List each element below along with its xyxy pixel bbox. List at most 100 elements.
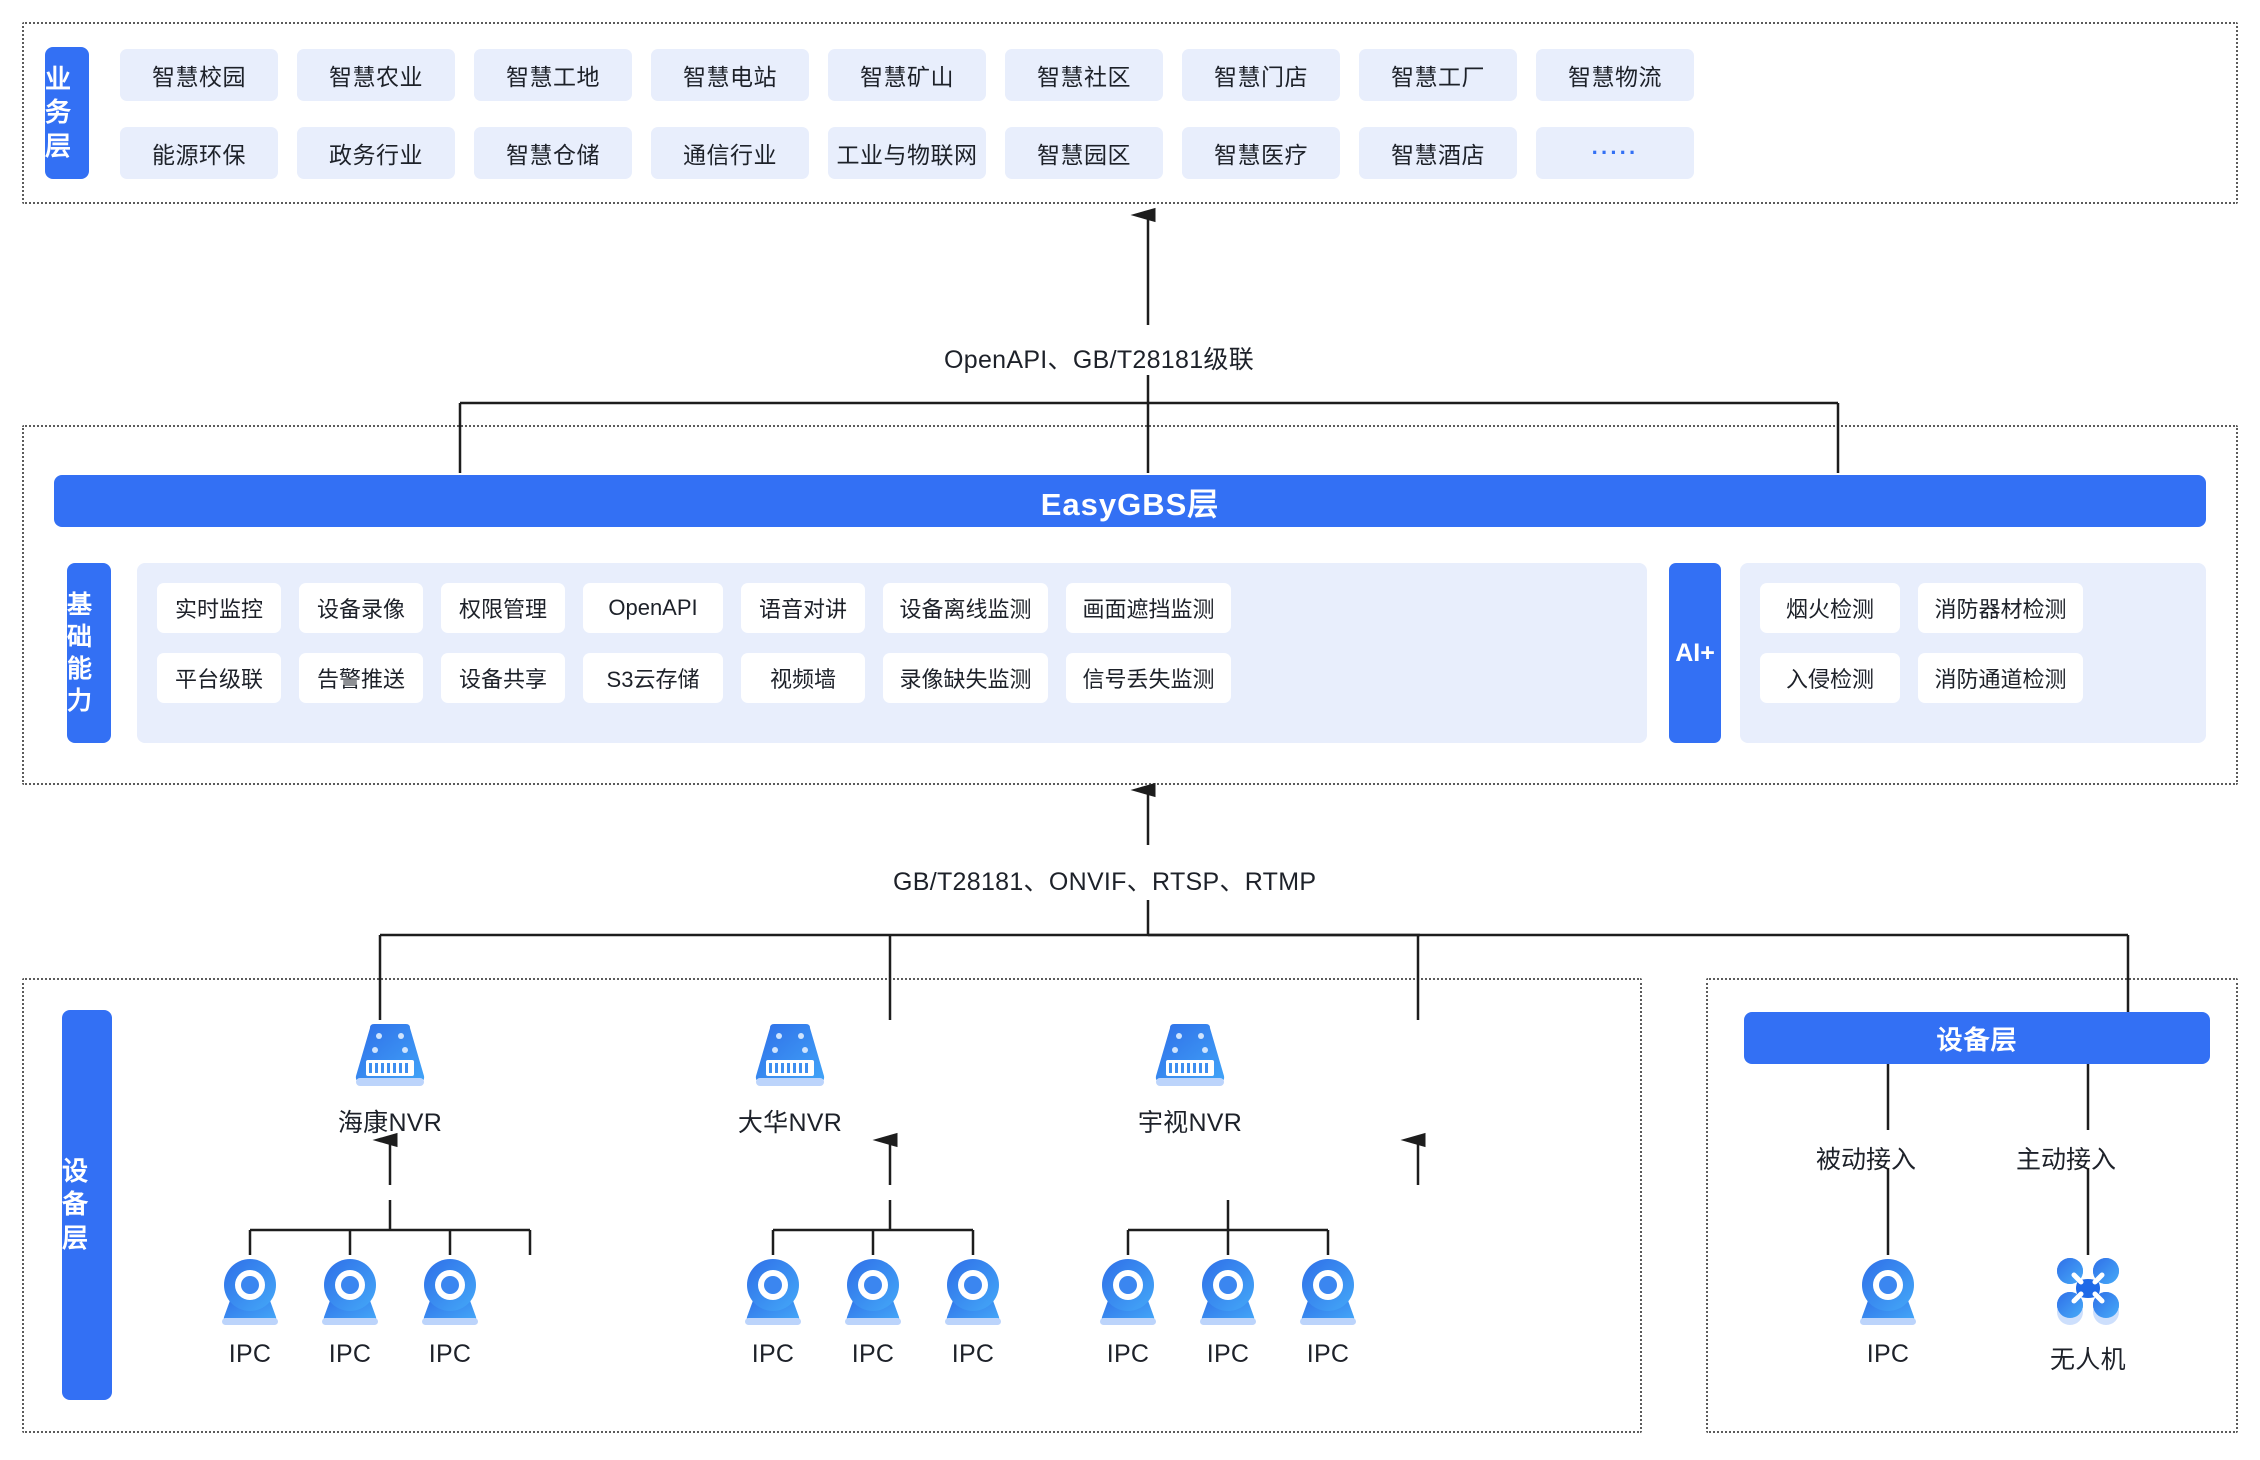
ipc-node[interactable]: IPC	[1068, 1255, 1188, 1369]
business-chip[interactable]: 智慧物流	[1536, 49, 1694, 101]
nvr-node-uniview[interactable]: 宇视NVR	[1100, 1022, 1280, 1139]
ipc-label: IPC	[328, 1340, 372, 1368]
nvr-icon	[750, 1022, 830, 1095]
ai-capabilities-row-2: 入侵检测 消防通道检测	[1760, 653, 2083, 703]
nvr-node-dahua[interactable]: 大华NVR	[700, 1022, 880, 1139]
nvr-icon	[350, 1022, 430, 1095]
ai-capability-item[interactable]: 消防器材检测	[1918, 583, 2083, 633]
capability-item[interactable]: 视频墙	[741, 653, 865, 703]
nvr-label: 海康NVR	[337, 1109, 443, 1137]
ai-plus-label: AI+	[1675, 638, 1715, 667]
ipc-node[interactable]: IPC	[1268, 1255, 1388, 1369]
device-layer-right-title-bar: 设备层	[1744, 1012, 2210, 1064]
device-layer-left-side-label: 设备层	[62, 1010, 112, 1400]
business-layer-side-label-text: 业务层	[45, 64, 73, 161]
ipc-label: IPC	[951, 1340, 995, 1368]
business-chip[interactable]: 智慧矿山	[828, 49, 986, 101]
ipc-label: IPC	[1306, 1340, 1350, 1368]
ipc-label: IPC	[428, 1340, 472, 1368]
easygbs-title-bar: EasyGBS层	[54, 475, 2206, 527]
capability-item[interactable]: 信号丢失监测	[1066, 653, 1231, 703]
business-row-1: 智慧校园 智慧农业 智慧工地 智慧电站 智慧矿山 智慧社区 智慧门店 智慧工厂 …	[120, 49, 1694, 101]
nvr-node-hikvision[interactable]: 海康NVR	[300, 1022, 480, 1139]
drone-label: 无人机	[2050, 1346, 2126, 1374]
camera-icon	[212, 1255, 288, 1332]
capability-item[interactable]: 设备离线监测	[883, 583, 1048, 633]
business-chip[interactable]: 智慧社区	[1005, 49, 1163, 101]
business-chip-ellipsis[interactable]: ·····	[1536, 127, 1694, 179]
ipc-node[interactable]: IPC	[1168, 1255, 1288, 1369]
capabilities-row-1: 实时监控 设备录像 权限管理 OpenAPI 语音对讲 设备离线监测 画面遮挡监…	[157, 583, 1231, 633]
capability-item[interactable]: 设备共享	[441, 653, 565, 703]
nvr-label: 大华NVR	[737, 1109, 843, 1137]
business-chip[interactable]: 政务行业	[297, 127, 455, 179]
camera-icon	[312, 1255, 388, 1332]
capability-item[interactable]: 画面遮挡监测	[1066, 583, 1231, 633]
camera-icon	[735, 1255, 811, 1332]
camera-icon	[1850, 1255, 1926, 1332]
business-chip[interactable]: 智慧门店	[1182, 49, 1340, 101]
ipc-label: IPC	[851, 1340, 895, 1368]
ipc-node[interactable]: IPC	[190, 1255, 310, 1369]
ai-capability-item[interactable]: 消防通道检测	[1918, 653, 2083, 703]
passive-access-label: 被动接入	[1816, 1146, 1917, 1174]
easygbs-title: EasyGBS层	[1040, 486, 1220, 522]
ai-capabilities-grid: 烟火检测 消防器材检测 入侵检测 消防通道检测	[1760, 583, 2083, 703]
business-chip[interactable]: 能源环保	[120, 127, 278, 179]
bottom-connector-label: GB/T28181、ONVIF、RTSP、RTMP	[893, 868, 1317, 896]
device-layer-right-title: 设备层	[1936, 1024, 2018, 1055]
ipc-node[interactable]: IPC	[813, 1255, 933, 1369]
business-chip[interactable]: 工业与物联网	[828, 127, 986, 179]
business-layer-side-label: 业务层	[45, 47, 89, 179]
capability-item[interactable]: OpenAPI	[583, 583, 723, 633]
business-chip[interactable]: 智慧农业	[297, 49, 455, 101]
business-chip[interactable]: 智慧医疗	[1182, 127, 1340, 179]
ipc-node[interactable]: IPC	[390, 1255, 510, 1369]
capability-item[interactable]: S3云存储	[583, 653, 723, 703]
nvr-icon	[1150, 1022, 1230, 1095]
camera-icon	[835, 1255, 911, 1332]
ipc-node[interactable]: IPC	[713, 1255, 833, 1369]
camera-icon	[1090, 1255, 1166, 1332]
drone-icon	[2050, 1255, 2126, 1332]
business-chip[interactable]: 智慧园区	[1005, 127, 1163, 179]
drone-node[interactable]: 无人机	[2028, 1255, 2148, 1376]
platform-side-label-text: 基础能力	[67, 591, 94, 715]
ipc-label: IPC	[1206, 1340, 1250, 1368]
business-chip[interactable]: 智慧仓储	[474, 127, 632, 179]
ipc-label: IPC	[1866, 1340, 1910, 1368]
capability-item[interactable]: 实时监控	[157, 583, 281, 633]
device-layer-left-panel	[22, 978, 1642, 1433]
ai-plus-badge: AI+	[1669, 563, 1721, 743]
camera-icon	[1290, 1255, 1366, 1332]
business-chip[interactable]: 智慧酒店	[1359, 127, 1517, 179]
ai-capability-item[interactable]: 烟火检测	[1760, 583, 1900, 633]
business-chip[interactable]: 智慧工厂	[1359, 49, 1517, 101]
ipc-label: IPC	[1106, 1340, 1150, 1368]
capability-item[interactable]: 平台级联	[157, 653, 281, 703]
business-chip[interactable]: 智慧校园	[120, 49, 278, 101]
device-layer-left-side-label-text: 设备层	[62, 1156, 90, 1253]
business-row-2: 能源环保 政务行业 智慧仓储 通信行业 工业与物联网 智慧园区 智慧医疗 智慧酒…	[120, 127, 1694, 179]
capability-item[interactable]: 权限管理	[441, 583, 565, 633]
ipc-label: IPC	[751, 1340, 795, 1368]
capabilities-grid: 实时监控 设备录像 权限管理 OpenAPI 语音对讲 设备离线监测 画面遮挡监…	[157, 583, 1231, 703]
capability-item[interactable]: 录像缺失监测	[883, 653, 1048, 703]
camera-icon	[1190, 1255, 1266, 1332]
platform-side-label: 基础能力	[67, 563, 111, 743]
ipc-node[interactable]: IPC	[290, 1255, 410, 1369]
capability-item[interactable]: 告警推送	[299, 653, 423, 703]
business-chip[interactable]: 智慧电站	[651, 49, 809, 101]
business-chip[interactable]: 通信行业	[651, 127, 809, 179]
active-access-label: 主动接入	[2016, 1146, 2117, 1174]
ai-capability-item[interactable]: 入侵检测	[1760, 653, 1900, 703]
ipc-node[interactable]: IPC	[913, 1255, 1033, 1369]
ipc-node-right[interactable]: IPC	[1828, 1255, 1948, 1369]
camera-icon	[412, 1255, 488, 1332]
capability-item[interactable]: 设备录像	[299, 583, 423, 633]
ipc-label: IPC	[228, 1340, 272, 1368]
nvr-label: 宇视NVR	[1137, 1109, 1243, 1137]
business-chip[interactable]: 智慧工地	[474, 49, 632, 101]
capability-item[interactable]: 语音对讲	[741, 583, 865, 633]
